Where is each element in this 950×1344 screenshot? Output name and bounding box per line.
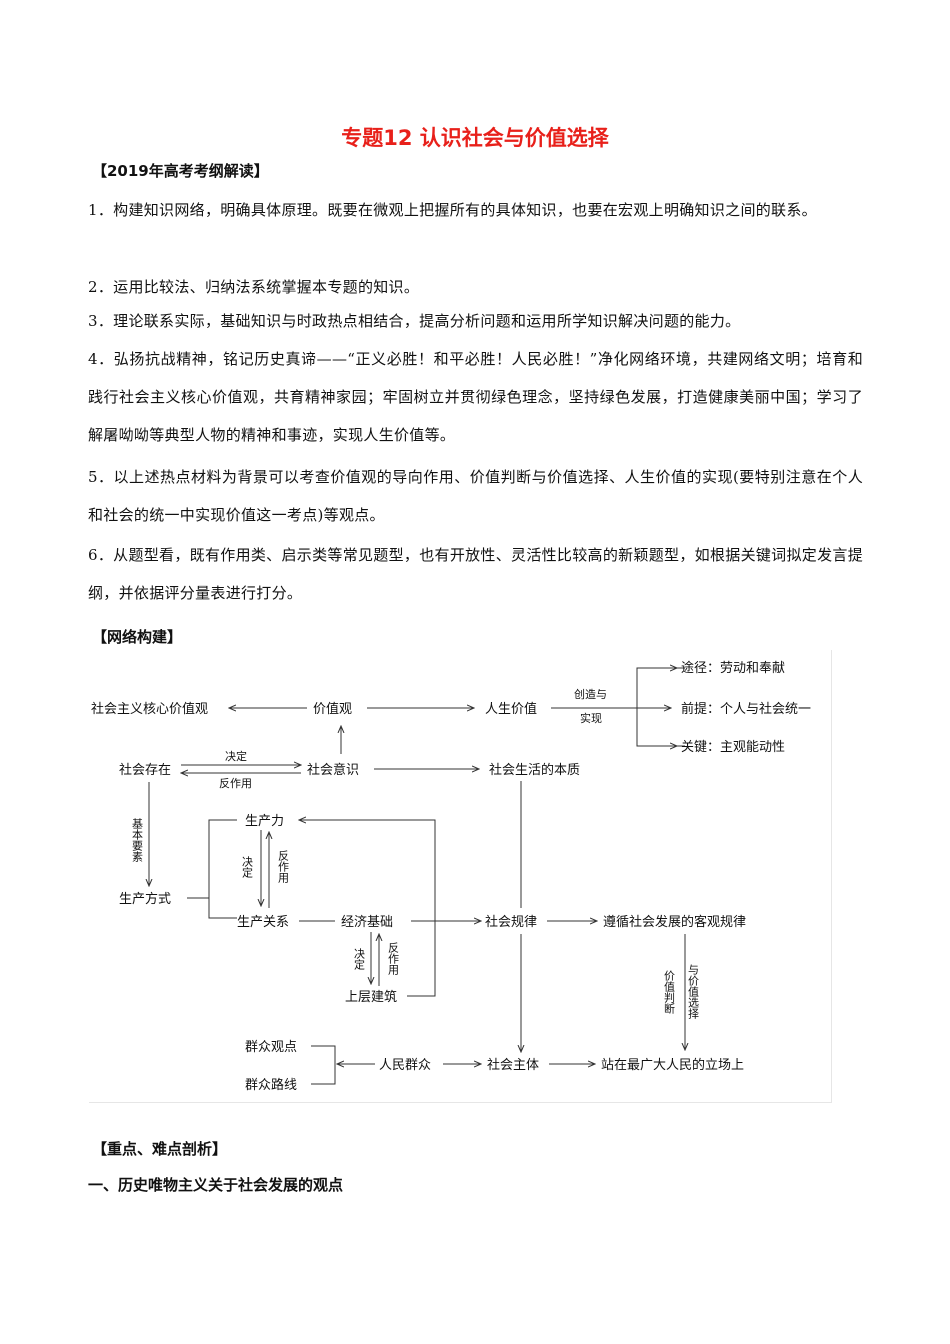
label-react: 反作用 <box>219 777 252 790</box>
node-superstructure: 上层建筑 <box>345 989 397 1005</box>
node-key: 关键：主观能动性 <box>681 740 785 755</box>
label-create: 创造与 <box>574 687 607 701</box>
label-value-judgment: 价值判断 <box>663 970 676 1015</box>
node-economic-base: 经济基础 <box>341 915 393 930</box>
node-path: 途径：劳动和奉献 <box>681 660 785 676</box>
node-productive-forces: 生产力 <box>245 814 284 829</box>
node-the-people: 人民群众 <box>379 1058 431 1073</box>
node-mass-line: 群众路线 <box>245 1077 297 1093</box>
label-realize: 实现 <box>580 711 602 725</box>
node-follow-law: 遵循社会发展的客观规律 <box>603 914 746 930</box>
label-vert-decide-1: 决定 <box>241 856 254 879</box>
label-basic-elements: 基本要素 <box>131 818 144 862</box>
label-vert-react-2: 反作用 <box>387 942 400 976</box>
diagram-svg: 社会主义核心价值观 价值观 人生价值 创造与 实现 途径：劳动和奉献 前提：个人… <box>91 660 811 1093</box>
label-decide: 决定 <box>225 749 247 763</box>
section-heading-analysis: 【重点、难点剖析】 <box>92 1140 228 1158</box>
node-life-value: 人生价值 <box>485 701 537 717</box>
document-title: 专题12 认识社会与价值选择 <box>341 126 609 150</box>
node-relations-of-production: 生产关系 <box>237 915 289 930</box>
bracket-production-mode <box>208 819 237 919</box>
label-vert-decide-2: 决定 <box>353 948 366 971</box>
node-stand-people: 站在最广大人民的立场上 <box>601 1057 744 1073</box>
node-mass-viewpoint: 群众观点 <box>245 1040 297 1055</box>
paragraph-2: 2．运用比较法、归纳法系统掌握本专题的知识。 <box>88 278 420 296</box>
node-values: 价值观 <box>313 701 352 717</box>
paragraph-1: 1．构建知识网络，明确具体原理。既要在微观上把握所有的具体知识，也要在宏观上明确… <box>88 201 817 219</box>
node-social-existence: 社会存在 <box>119 762 171 778</box>
label-vert-react-1: 反作用 <box>277 850 290 884</box>
knowledge-network-diagram: 社会主义核心价值观 价值观 人生价值 创造与 实现 途径：劳动和奉献 前提：个人… <box>89 650 832 1103</box>
paragraph-4: 4．弘扬抗战精神，铭记历史真谛——“正义必胜！和平必胜！人民必胜！”净化网络环境… <box>88 350 863 444</box>
subheading-1: 一、历史唯物主义关于社会发展的观点 <box>88 1176 344 1194</box>
paragraph-6: 6．从题型看，既有作用类、启示类等常见题型，也有开放性、灵活性比较高的新颖题型，… <box>88 546 863 602</box>
node-social-consciousness: 社会意识 <box>307 762 359 778</box>
node-social-law: 社会规律 <box>485 914 537 930</box>
arrow-super-to-forces <box>299 820 436 997</box>
node-core-values: 社会主义核心价值观 <box>91 701 208 717</box>
node-social-subject: 社会主体 <box>487 1057 539 1073</box>
label-value-choice: 与价值选择 <box>687 964 700 1020</box>
bracket-mass <box>311 1045 336 1085</box>
diagram-labels: 社会主义核心价值观 价值观 人生价值 创造与 实现 途径：劳动和奉献 前提：个人… <box>91 660 811 1093</box>
section-heading-outline: 【2019年高考考纲解读】 <box>92 162 269 180</box>
node-essence: 社会生活的本质 <box>489 762 580 778</box>
paragraph-3: 3．理论联系实际，基础知识与时政热点相结合，提高分析问题和运用所学知识解决问题的… <box>88 312 741 330</box>
bracket-life-value <box>636 667 685 747</box>
node-premise: 前提：个人与社会统一 <box>681 701 811 717</box>
paragraph-5: 5．以上述热点材料为背景可以考查价值观的导向作用、价值判断与价值选择、人生价值的… <box>88 468 863 524</box>
section-heading-network: 【网络构建】 <box>92 628 183 646</box>
node-mode-of-production: 生产方式 <box>119 891 171 907</box>
